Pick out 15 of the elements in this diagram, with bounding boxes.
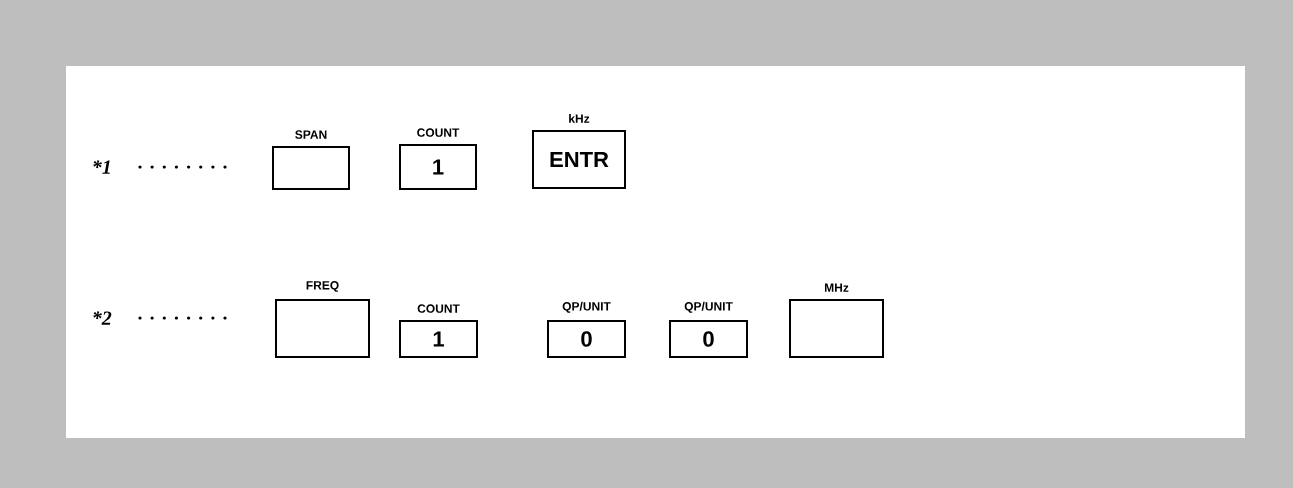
key-label: FREQ <box>306 281 339 292</box>
key-button: 0 <box>669 320 748 358</box>
key-label: COUNT <box>417 128 460 137</box>
key-label: MHz <box>825 283 849 292</box>
key-button: 0 <box>547 320 626 358</box>
key-label: QP/UNIT <box>684 301 733 313</box>
key-label: QP/UNIT <box>562 301 611 313</box>
footnote-mark: *2 <box>93 311 112 325</box>
key-label: COUNT <box>417 304 460 313</box>
footnote-mark: *1 <box>93 160 110 174</box>
key-label: kHz <box>569 114 590 123</box>
key-button: 1 <box>399 144 477 190</box>
key-button: 1 <box>399 320 478 358</box>
key-label: SPAN <box>295 130 327 139</box>
key-button: ENTR <box>532 130 626 189</box>
